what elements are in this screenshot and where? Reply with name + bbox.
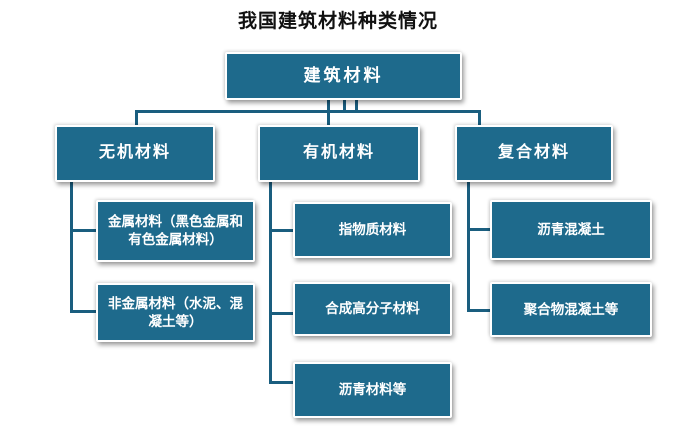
connector-root-left-stub: [343, 100, 346, 113]
node-polymer-concrete: 聚合物混凝土等: [490, 282, 652, 337]
connector-inorganic-stub-1: [70, 229, 96, 232]
connector-drop-right: [478, 110, 481, 125]
connector-composite-stub-1: [467, 228, 490, 231]
node-metal-materials: 金属材料（黑色金属和有色金属材料）: [96, 200, 255, 262]
node-inorganic-materials: 无机材料: [55, 125, 215, 182]
connector-composite-vline: [467, 182, 470, 311]
node-plant-materials: 指物质材料: [293, 202, 452, 258]
node-organic-materials: 有机材料: [258, 125, 420, 182]
connector-root-right-stub: [355, 100, 358, 113]
connector-inorganic-vline: [70, 182, 73, 313]
connector-inorganic-stub-2: [70, 310, 96, 313]
node-asphalt-materials: 沥青材料等: [293, 362, 452, 418]
node-building-materials: 建筑材料: [225, 52, 462, 100]
connector-drop-left: [135, 110, 138, 125]
node-nonmetal-materials: 非金属材料（水泥、混凝土等）: [96, 283, 255, 342]
connector-organic-stub-2: [269, 312, 293, 315]
connector-organic-vline: [269, 182, 272, 384]
connector-root-horizontal: [135, 110, 481, 113]
node-composite-materials: 复合材料: [455, 125, 613, 182]
node-asphalt-concrete: 沥青混凝土: [490, 200, 652, 260]
connector-organic-stub-3: [269, 381, 293, 384]
node-synthetic-polymer-materials: 合成高分子材料: [293, 282, 452, 336]
diagram-title: 我国建筑材料种类情况: [237, 11, 438, 32]
connector-composite-stub-2: [467, 309, 490, 312]
connector-organic-stub-1: [269, 229, 293, 232]
